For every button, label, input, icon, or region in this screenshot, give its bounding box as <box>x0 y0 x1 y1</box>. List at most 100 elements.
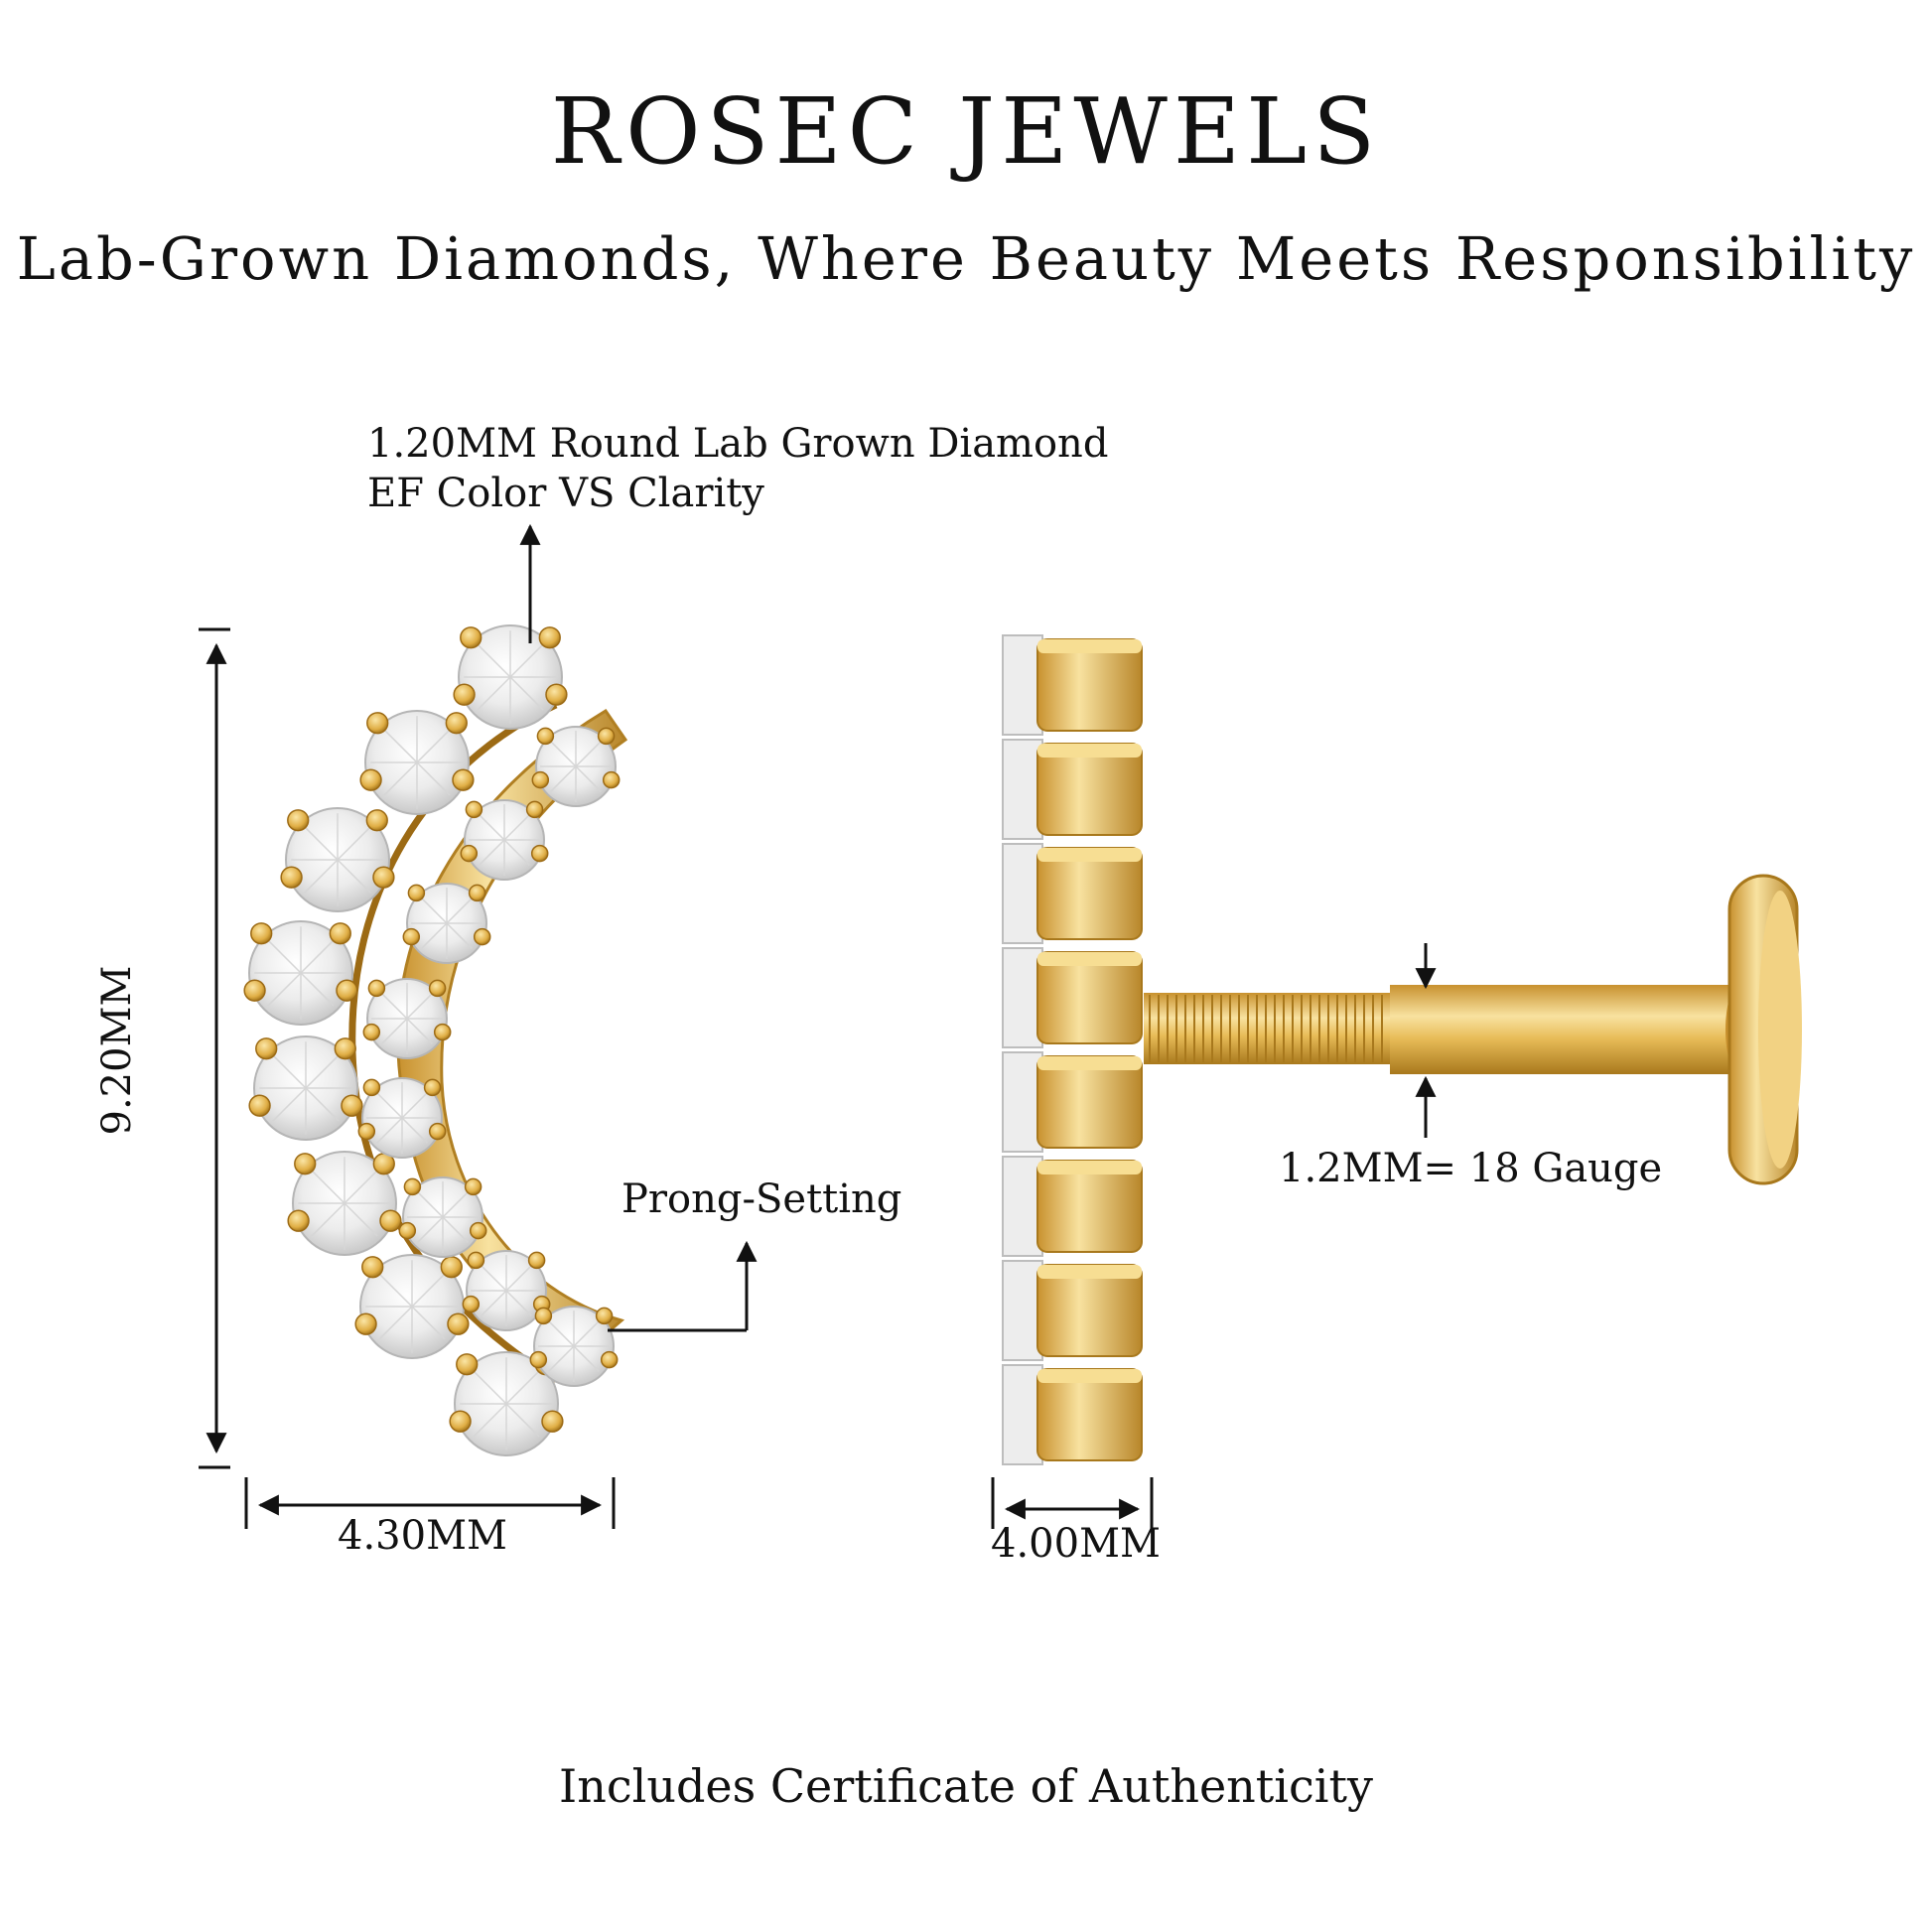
prong <box>255 1037 278 1060</box>
prong <box>456 1353 479 1376</box>
prong <box>469 1221 487 1240</box>
prong <box>398 1221 417 1240</box>
gauge-label: 1.2MM= 18 Gauge <box>1279 1146 1663 1191</box>
stone-grade-label: EF Color VS Clarity <box>367 471 764 516</box>
prong <box>460 844 479 863</box>
inner-diamond <box>402 883 491 964</box>
prong <box>595 1307 614 1325</box>
outer-diamond <box>453 624 568 730</box>
stone-size-label: 1.20MM Round Lab Grown Diamond <box>367 421 1109 467</box>
prong <box>287 809 310 832</box>
prong <box>280 866 303 889</box>
prong <box>447 1312 470 1335</box>
side-setting-segment <box>1002 1156 1143 1257</box>
inner-diamond <box>460 799 549 881</box>
side-view-earring <box>1002 634 1802 1465</box>
outer-diamond <box>248 1035 363 1141</box>
dimension-lines <box>199 523 1437 1529</box>
side-setting-segment <box>1002 947 1143 1048</box>
prong <box>597 727 616 746</box>
prong <box>473 927 491 946</box>
outer-diamond <box>287 1151 402 1256</box>
prong <box>354 1312 377 1335</box>
prong <box>362 1023 381 1041</box>
prong <box>602 770 621 789</box>
prong <box>440 1256 463 1279</box>
side-setting-segment <box>1002 634 1143 736</box>
side-setting-segment <box>1002 843 1143 944</box>
prong <box>294 1153 317 1175</box>
outer-diamond <box>359 710 475 815</box>
prong <box>379 1209 402 1232</box>
prong <box>287 1209 310 1232</box>
prong <box>357 1122 376 1141</box>
front-view-earring <box>243 624 628 1456</box>
brand-title: ROSEC JEWELS <box>550 78 1382 185</box>
inner-diamond <box>531 726 621 807</box>
prong <box>372 866 395 889</box>
labret-shaft <box>1390 985 1752 1074</box>
prong <box>449 1410 472 1433</box>
prong <box>250 922 273 945</box>
prong <box>341 1094 363 1117</box>
outer-diamond <box>354 1254 470 1359</box>
inner-diamond <box>357 1077 447 1159</box>
prong <box>365 809 388 832</box>
prong <box>468 884 486 902</box>
prong <box>362 1078 381 1097</box>
prong <box>367 979 386 998</box>
prong <box>428 979 447 998</box>
side-setting-segment <box>1002 1051 1143 1153</box>
prong <box>530 844 549 863</box>
prong <box>545 683 568 706</box>
outer-diamond <box>280 807 395 912</box>
prong <box>600 1350 619 1369</box>
prong <box>529 1350 548 1369</box>
prong <box>531 770 550 789</box>
prong <box>462 1295 481 1313</box>
prong <box>407 884 426 902</box>
prong <box>465 800 483 819</box>
prong <box>248 1094 271 1117</box>
prong <box>527 1251 546 1270</box>
prong <box>467 1251 485 1270</box>
prong <box>428 1122 447 1141</box>
side-setting-segment <box>1002 1364 1143 1465</box>
front-width-dimension-label: 4.30MM <box>338 1513 507 1559</box>
outer-diamond <box>243 920 358 1026</box>
prong <box>460 626 483 649</box>
inner-diamond <box>362 978 452 1059</box>
side-setting-segment <box>1002 739 1143 840</box>
prong <box>534 1307 553 1325</box>
certificate-footer: Includes Certificate of Authenticity <box>559 1759 1373 1813</box>
prong <box>359 768 382 791</box>
prong <box>423 1078 442 1097</box>
brand-tagline: Lab-Grown Diamonds, Where Beauty Meets R… <box>16 224 1916 293</box>
prong <box>536 727 555 746</box>
inner-diamond <box>398 1176 487 1258</box>
prong <box>329 922 351 945</box>
prong <box>402 927 421 946</box>
prong <box>445 712 468 735</box>
prong <box>403 1177 422 1196</box>
prong <box>464 1177 483 1196</box>
prong <box>452 768 475 791</box>
inner-diamond <box>462 1250 551 1331</box>
side-setting-segment <box>1002 1260 1143 1361</box>
prong <box>366 712 389 735</box>
prong <box>243 979 266 1002</box>
prong <box>336 979 358 1002</box>
prong <box>525 800 544 819</box>
prong-setting-label: Prong-Setting <box>621 1176 902 1222</box>
prong <box>541 1410 564 1433</box>
prong <box>538 626 561 649</box>
height-dimension-label: 9.20MM <box>94 965 140 1136</box>
side-width-dimension-label: 4.00MM <box>991 1521 1161 1567</box>
prong <box>334 1037 356 1060</box>
prong <box>361 1256 384 1279</box>
outer-diamond <box>449 1351 564 1456</box>
prong <box>433 1023 452 1041</box>
prong <box>453 683 476 706</box>
